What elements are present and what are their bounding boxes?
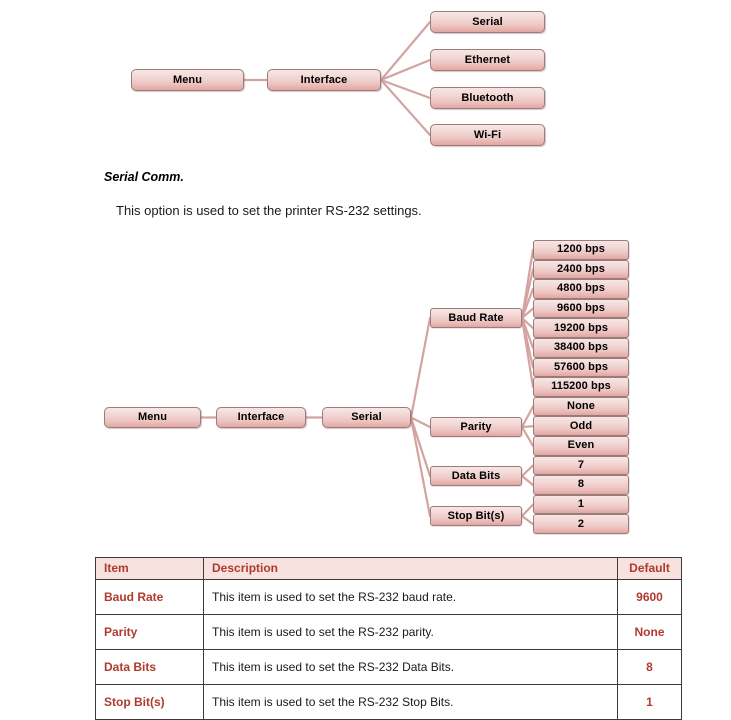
node-value-9600-bps[interactable]: 9600 bps <box>533 298 629 319</box>
node-value-8[interactable]: 8 <box>533 475 629 495</box>
node-value-odd[interactable]: Odd <box>533 416 629 436</box>
node-value-115200-bps[interactable]: 115200 bps <box>533 377 629 397</box>
node-bluetooth[interactable]: Bluetooth <box>430 87 545 109</box>
node-value-1200-bps[interactable]: 1200 bps <box>533 240 629 260</box>
node-value-even[interactable]: Even <box>533 436 629 456</box>
node-stop-bit-s[interactable]: Stop Bit(s) <box>430 506 522 526</box>
table-header-item: Item <box>95 557 204 580</box>
cell-item: Parity <box>95 614 204 650</box>
serial-diagram-connectors <box>199 248 535 526</box>
node-data-bits[interactable]: Data Bits <box>430 466 522 486</box>
cell-default: 1 <box>617 684 682 720</box>
cell-item: Baud Rate <box>95 579 204 615</box>
node-value-19200-bps[interactable]: 19200 bps <box>533 318 629 338</box>
table-row: Stop Bit(s)This item is used to set the … <box>95 684 682 720</box>
node-value-57600-bps[interactable]: 57600 bps <box>533 357 629 378</box>
node-value-2[interactable]: 2 <box>533 514 629 534</box>
node-baud-rate[interactable]: Baud Rate <box>430 308 522 328</box>
cell-default: None <box>617 614 682 650</box>
node-value-38400-bps[interactable]: 38400 bps <box>533 338 629 358</box>
section-title: Serial Comm. <box>104 170 184 184</box>
cell-default: 8 <box>617 649 682 685</box>
interface-diagram-connectors <box>242 20 432 137</box>
node-value-4800-bps[interactable]: 4800 bps <box>533 279 629 299</box>
node-interface[interactable]: Interface <box>267 69 381 91</box>
cell-description: This item is used to set the RS-232 Stop… <box>203 684 618 720</box>
table-header-default: Default <box>617 557 682 580</box>
cell-item: Stop Bit(s) <box>95 684 204 720</box>
section-paragraph: This option is used to set the printer R… <box>116 203 422 218</box>
node-value-7[interactable]: 7 <box>533 455 629 476</box>
node-value-none[interactable]: None <box>533 396 629 417</box>
cell-item: Data Bits <box>95 649 204 685</box>
cell-description: This item is used to set the RS-232 pari… <box>203 614 618 650</box>
table-header-description: Description <box>203 557 618 580</box>
node-serial[interactable]: Serial <box>322 407 411 428</box>
node-interface[interactable]: Interface <box>216 407 306 428</box>
node-parity[interactable]: Parity <box>430 417 522 437</box>
node-menu[interactable]: Menu <box>104 407 201 428</box>
cell-description: This item is used to set the RS-232 baud… <box>203 579 618 615</box>
node-ethernet[interactable]: Ethernet <box>430 49 545 71</box>
cell-description: This item is used to set the RS-232 Data… <box>203 649 618 685</box>
node-wi-fi[interactable]: Wi-Fi <box>430 124 545 146</box>
node-value-2400-bps[interactable]: 2400 bps <box>533 259 629 280</box>
cell-default: 9600 <box>617 579 682 615</box>
node-menu[interactable]: Menu <box>131 69 244 91</box>
node-value-1[interactable]: 1 <box>533 494 629 515</box>
table-header-row: Item Description Default <box>95 557 682 580</box>
node-serial[interactable]: Serial <box>430 11 545 33</box>
